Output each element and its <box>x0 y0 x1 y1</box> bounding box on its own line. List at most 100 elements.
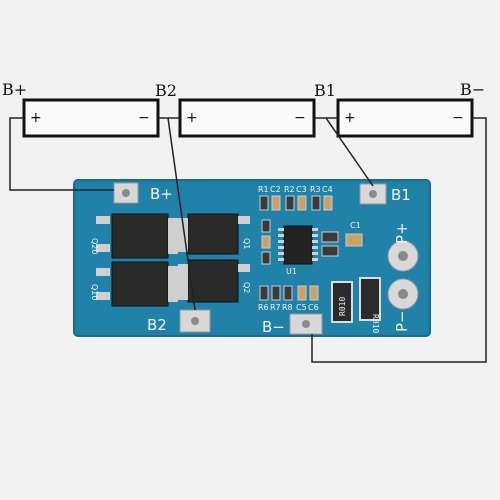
shunt-2-label: R010 <box>371 314 380 333</box>
mosfet-bottom-left <box>111 261 169 307</box>
ic-pin <box>312 240 318 243</box>
pad-b-plus-hole <box>122 189 130 197</box>
smd-part <box>297 195 307 211</box>
capacitor-c1 <box>345 233 363 247</box>
cell-2-plus: + <box>186 110 198 126</box>
mosfet-top-left-tab <box>168 218 178 254</box>
ic-pin <box>312 246 318 249</box>
silk-c6: C6 <box>308 303 319 312</box>
silk-c2: C2 <box>270 185 281 194</box>
silk-r8: R8 <box>282 303 293 312</box>
smd-part <box>309 285 319 301</box>
smd-left-col <box>261 219 271 265</box>
silk-r1: R1 <box>258 185 269 194</box>
ic-pin <box>278 258 284 261</box>
silk-p-minus: P− <box>393 310 411 332</box>
shunt-resistor-2 <box>359 277 381 321</box>
silk-r7: R7 <box>270 303 281 312</box>
mosfet-group <box>96 213 250 307</box>
mosfet-top-right <box>187 213 239 255</box>
smd-part <box>261 235 271 249</box>
ic-pin <box>278 252 284 255</box>
label-b-plus: B+ <box>2 80 27 99</box>
cell-3-minus: − <box>452 110 464 126</box>
silk-q10: Q10 <box>90 284 99 300</box>
silk-q1: Q1 <box>242 238 251 249</box>
cell-1-minus: − <box>138 110 150 126</box>
mosfet-top-right-tab <box>178 218 188 252</box>
smd-part <box>259 285 269 301</box>
silk-q2: Q2 <box>242 282 251 293</box>
silk-u1: U1 <box>286 267 297 276</box>
silk-b2: B2 <box>147 316 167 334</box>
wire-b-minus <box>311 117 487 363</box>
ic-pin <box>278 240 284 243</box>
cell-2 <box>178 98 316 138</box>
smd-part <box>259 195 269 211</box>
smd-part <box>271 195 281 211</box>
mosfet-bottom-right-tab <box>178 264 188 300</box>
pad-b1-hole <box>369 190 377 198</box>
ic-u1 <box>283 225 313 265</box>
mosfet-top-left <box>111 213 169 259</box>
silk-b1: B1 <box>391 186 411 204</box>
silk-b-plus: B+ <box>150 185 173 203</box>
cell-2-minus: − <box>294 110 306 126</box>
mosfet-lead-6 <box>238 264 250 272</box>
smd-part <box>271 285 281 301</box>
smd-part <box>261 219 271 233</box>
smd-part <box>321 245 339 257</box>
ic-pins <box>278 228 318 261</box>
ic-pin <box>278 246 284 249</box>
smd-part <box>321 231 339 243</box>
silk-p-plus: P+ <box>393 222 411 244</box>
silk-c4: C4 <box>322 185 333 194</box>
silk-c5: C5 <box>296 303 307 312</box>
smd-part <box>297 285 307 301</box>
silk-r3: R3 <box>310 185 321 194</box>
smd-bottom-labels: R6 R7 R8 C5 C6 <box>258 303 319 312</box>
shunt-1-label: R010 <box>338 297 347 316</box>
smd-part <box>285 195 295 211</box>
ic-pin <box>278 228 284 231</box>
ic-pin <box>312 258 318 261</box>
mosfet-lead-4 <box>96 292 110 300</box>
silk-r6: R6 <box>258 303 269 312</box>
mosfet-lead-2 <box>96 244 110 252</box>
pcb-board: B+ B1 B2 B− P+ P− <box>73 179 431 337</box>
mosfet-lead-1 <box>96 216 110 224</box>
mosfet-lead-5 <box>238 216 250 224</box>
smd-top-labels: R1 C2 R2 C3 R3 C4 <box>258 185 333 194</box>
smd-part <box>311 195 321 211</box>
smd-part <box>283 285 293 301</box>
label-b2: B2 <box>155 81 177 100</box>
ic-pin <box>312 234 318 237</box>
smd-part <box>323 195 333 211</box>
silk-r2: R2 <box>284 185 295 194</box>
wire-b-plus <box>9 117 114 191</box>
silk-b-minus: B− <box>262 318 285 336</box>
cell-1-plus: + <box>30 110 42 126</box>
ic-pin <box>312 252 318 255</box>
mosfet-lead-3 <box>96 268 110 276</box>
label-b1: B1 <box>314 81 336 100</box>
pad-b-minus-hole <box>302 320 310 328</box>
cell-3 <box>336 98 474 138</box>
pad-p-plus-hole <box>398 251 408 261</box>
silk-q20: Q20 <box>90 238 99 254</box>
mosfet-bottom-left-tab <box>168 266 178 302</box>
label-b-minus: B− <box>460 80 485 99</box>
silk-c3: C3 <box>296 185 307 194</box>
pad-b2-hole <box>191 317 199 325</box>
ic-pin <box>312 228 318 231</box>
smd-bottom-row <box>259 285 319 301</box>
wiring <box>9 117 487 363</box>
cell-3-plus: + <box>344 110 356 126</box>
smd-top-row <box>259 195 333 211</box>
ic-pin <box>278 234 284 237</box>
battery-cells: + − + − + − <box>22 98 474 138</box>
mosfet-bottom-right <box>187 259 239 303</box>
pad-p-minus-hole <box>398 289 408 299</box>
